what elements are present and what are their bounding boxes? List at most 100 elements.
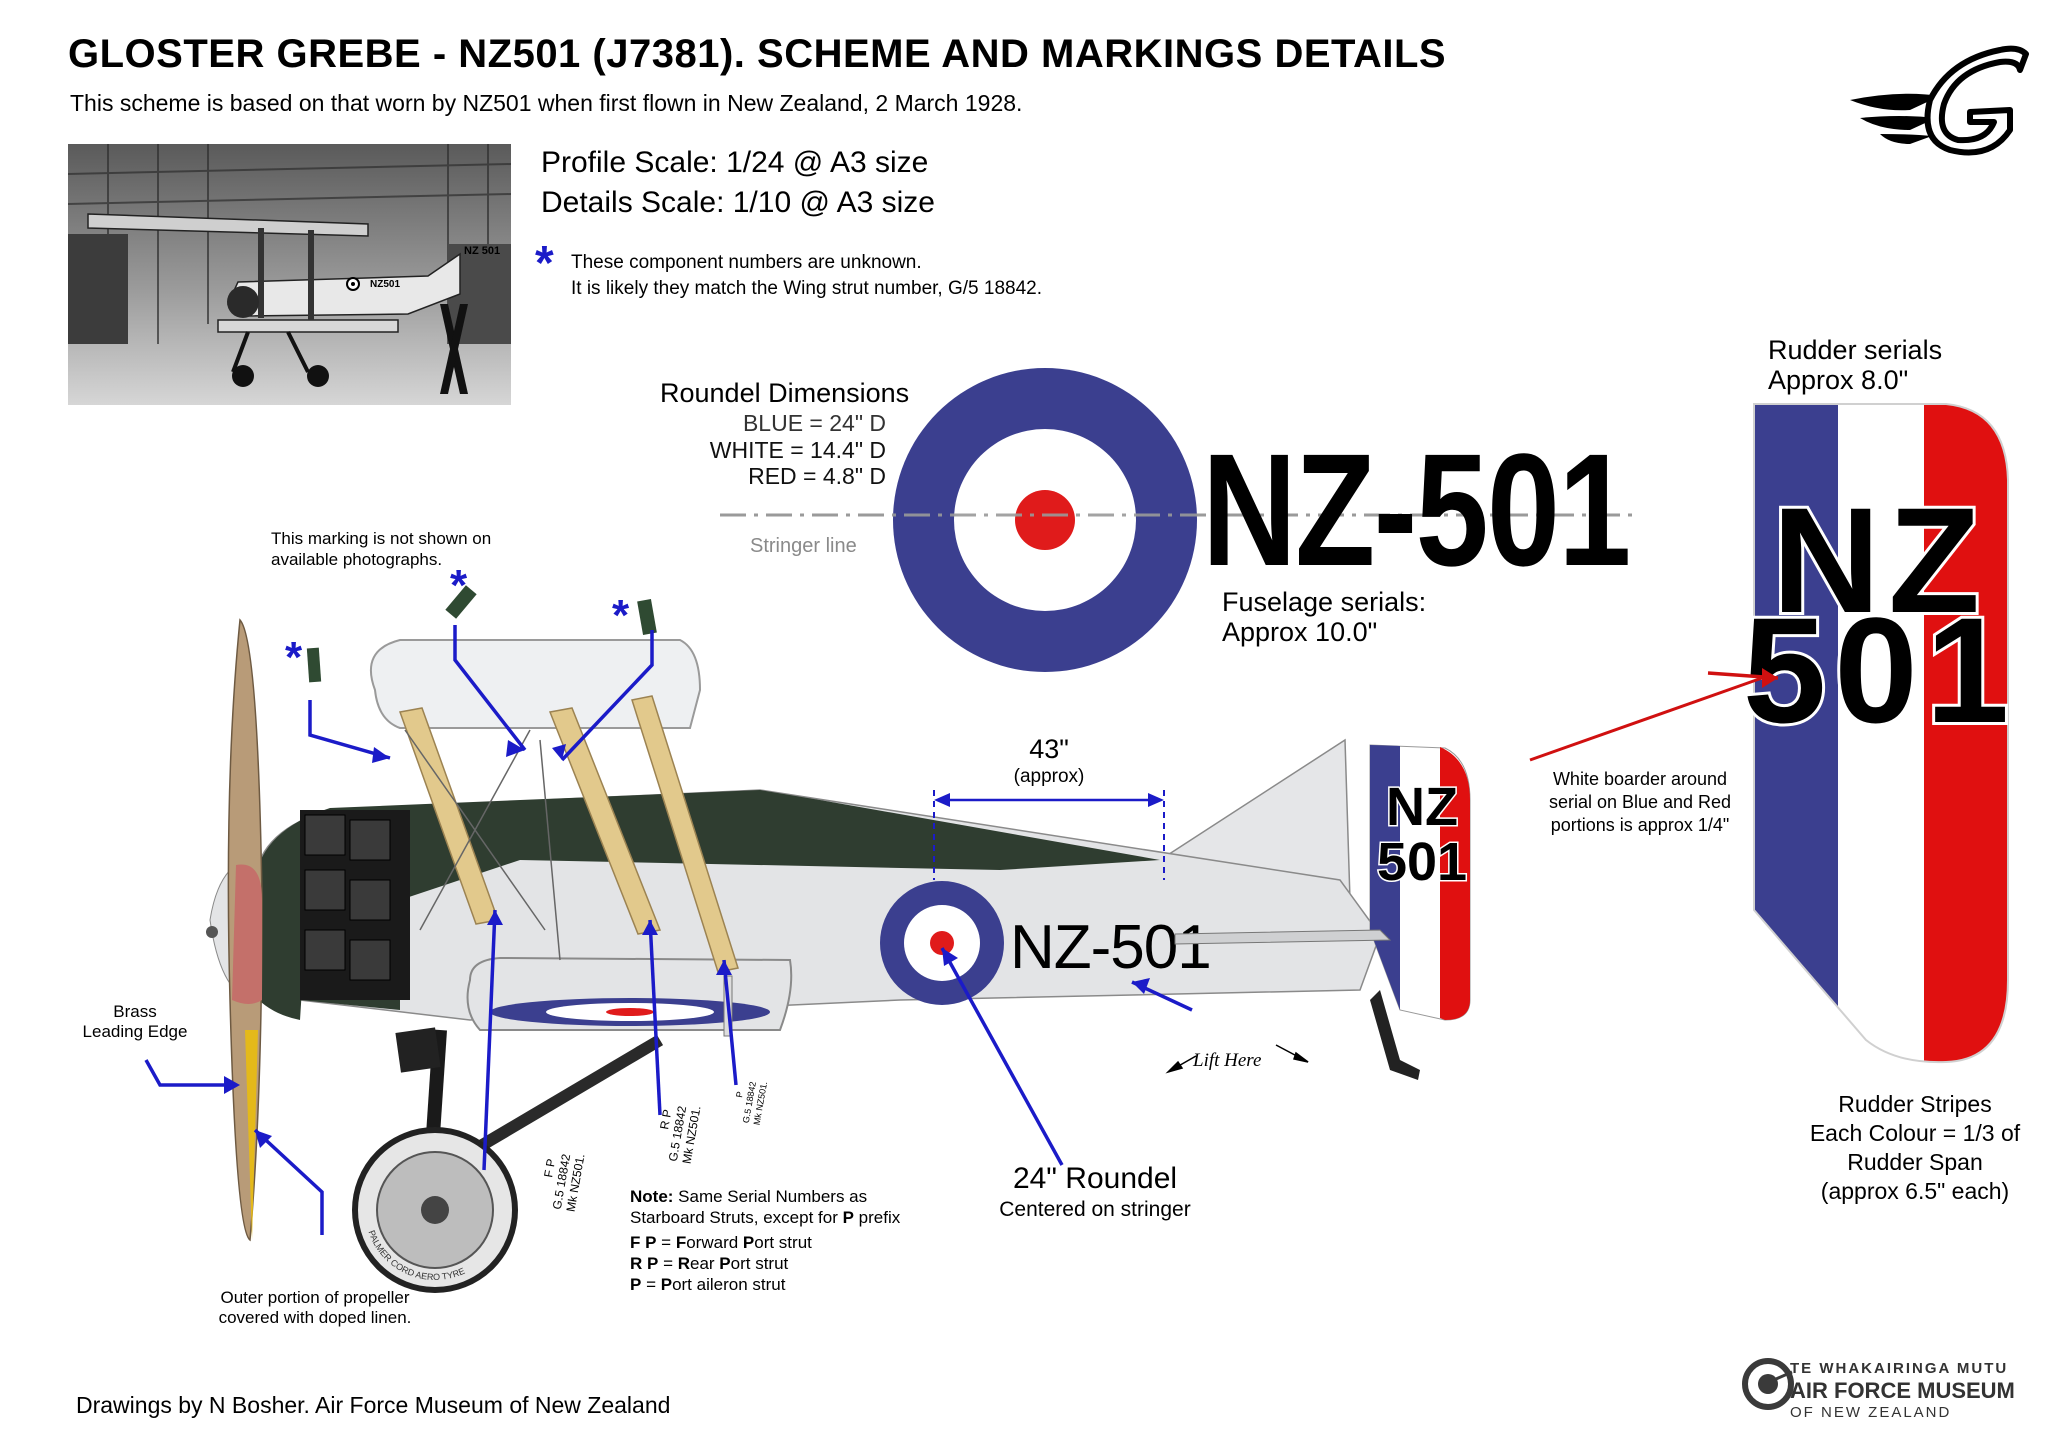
key-fp-orward: orward — [686, 1233, 743, 1252]
museum-line3: OF NEW ZEALAND — [1790, 1404, 1952, 1421]
tail-serial-line1: NZ — [1386, 777, 1458, 837]
side-serial: NZ-501 — [1010, 913, 1211, 982]
strut-key-note: Note: Same Serial Numbers as Starboard S… — [630, 1186, 900, 1295]
roundel-dims-white: WHITE = 14.4" D — [709, 437, 886, 463]
brass-line1: Brass — [113, 1002, 157, 1021]
key-rp-ear: ear — [690, 1254, 720, 1273]
strut-note-label: Note: — [630, 1187, 674, 1206]
white-border-line2: serial on Blue and Red — [1548, 792, 1732, 812]
marking-note-line2: available photographs. — [271, 550, 443, 569]
page-subtitle: This scheme is based on that worn by NZ5… — [70, 90, 1023, 116]
key-fp-p: P — [742, 1233, 755, 1252]
dimension-43-value: 43" — [1029, 734, 1069, 764]
rudder-stripes-line3: Rudder Span — [1847, 1149, 1983, 1175]
key-p-eq: = — [641, 1275, 661, 1294]
arrowheads — [224, 740, 1150, 1148]
rudder-serial-caption-1: Rudder serials — [1768, 335, 1943, 365]
rudder-stripe-white — [1838, 404, 1924, 1063]
strut-p-prefix: P — [734, 1091, 745, 1099]
dimension-43-sub: (approx) — [1013, 766, 1085, 787]
rudder-detail: NZ 501 — [1746, 403, 2017, 1064]
key-rp-p: P — [719, 1254, 731, 1273]
asterisk-note-line1: These component numbers are unknown. — [571, 252, 922, 273]
reference-photo: NZ501 NZ 501 — [68, 144, 511, 405]
upper-wing — [370, 639, 702, 729]
page-title: GLOSTER GREBE - NZ501 (J7381). SCHEME AN… — [68, 32, 1447, 76]
profile-scale: Profile Scale: 1/24 @ A3 size — [541, 146, 929, 179]
rudder-stripes-line2: Each Colour = 1/3 of — [1809, 1120, 2021, 1146]
strut-note-line2: Starboard Struts, except for — [630, 1208, 843, 1227]
key-fp: F P — [630, 1233, 657, 1252]
key-fp-f: F — [675, 1233, 687, 1252]
asterisk-icon: * — [535, 237, 554, 290]
roundel-dims-blue: BLUE = 24" D — [742, 410, 886, 436]
strut-note-line2-bold: P — [842, 1208, 854, 1227]
lift-here-label: Lift Here — [1192, 1050, 1261, 1071]
propeller-hub-linen — [232, 864, 262, 1004]
roundel-dims-heading: Roundel Dimensions — [660, 378, 910, 408]
rudder-serial-line2: 501 — [1746, 586, 2017, 754]
asterisk-note-line2: It is likely they match the Wing strut n… — [571, 278, 1042, 299]
brass-leading-edge — [245, 1030, 258, 1240]
wing-struts — [398, 695, 739, 973]
rudder-serial-line1: NZ — [1772, 476, 1988, 644]
propeller-note-line1: Outer portion of propeller — [220, 1288, 410, 1307]
key-fp-ort: ort strut — [754, 1233, 812, 1252]
rudder-stripes-line4: (approx 6.5" each) — [1820, 1178, 2010, 1204]
rudder-stripes-note: Rudder Stripes Each Colour = 1/3 of Rudd… — [1760, 1090, 2048, 1206]
strut-note-line2-end: prefix — [853, 1208, 901, 1227]
propeller-note-line2: covered with doped linen. — [218, 1308, 412, 1327]
key-rp-eq: = — [658, 1254, 678, 1273]
museum-line2: AIR FORCE MUSEUM — [1790, 1378, 2015, 1403]
key-p: P — [630, 1275, 642, 1294]
gloster-logo — [1850, 45, 2029, 156]
strut-fp-prefix: F P — [541, 1158, 558, 1179]
asterisk-marker-1: * — [285, 633, 303, 682]
annotation-arrows — [144, 625, 1779, 1235]
white-border-line1: White boarder around — [1552, 769, 1728, 789]
museum-kiwi-icon — [1742, 1358, 1794, 1410]
details-scale: Details Scale: 1/10 @ A3 size — [541, 186, 935, 219]
asterisk-marker-3: * — [612, 591, 630, 640]
rudder-stripe-red — [1924, 404, 2008, 1063]
roundel-24-line1: 24" Roundel — [1012, 1162, 1178, 1195]
rudder-serial-caption-2: Approx 8.0" — [1768, 365, 1909, 395]
brass-note: Brass Leading Edge — [60, 1002, 210, 1042]
key-p-ort: ort aileron strut — [672, 1275, 786, 1294]
fuselage-serial-large: NZ-501 — [1202, 420, 1631, 599]
key-rp-ort: ort strut — [730, 1254, 789, 1273]
photo-fuselage-serial: NZ501 — [370, 279, 400, 290]
tail-rudder-blue — [1370, 745, 1400, 1010]
side-roundel-red — [930, 931, 954, 955]
strut-note-text: Same Serial Numbers as — [673, 1187, 868, 1206]
roundel-detail — [720, 368, 1640, 672]
wing-roundel-red — [606, 1008, 654, 1016]
key-p-p: P — [660, 1275, 673, 1294]
stringer-line-label: Stringer line — [750, 535, 857, 557]
unknown-component-tags — [306, 585, 657, 683]
lift-here-arrows — [1165, 1044, 1309, 1074]
strut-rp-prefix: R P — [657, 1108, 674, 1130]
roundel-dims-red: RED = 4.8" D — [748, 463, 886, 489]
tail-rudder-red — [1440, 747, 1470, 1020]
roundel-24-line2: Centered on stringer — [999, 1198, 1191, 1221]
key-fp-eq: = — [656, 1233, 676, 1252]
museum-line1: TE WHAKAIRINGA MUTU — [1790, 1360, 2009, 1377]
rudder-stripes-line1: Rudder Stripes — [1838, 1091, 1992, 1117]
tail-skid — [1370, 990, 1420, 1080]
propeller-note: Outer portion of propeller covered with … — [180, 1288, 450, 1328]
marking-note-line1: This marking is not shown on — [271, 529, 492, 548]
roundel-red-centre — [1015, 490, 1075, 550]
photo-rudder-serial: NZ 501 — [464, 245, 500, 257]
white-border-note: White boarder around serial on Blue and … — [1510, 768, 1770, 837]
tail-serial-line2: 501 — [1377, 832, 1467, 892]
fuselage-serial-caption-1: Fuselage serials: — [1222, 587, 1427, 617]
fuselage-serial-caption-2: Approx 10.0" — [1222, 617, 1378, 647]
drawing-credit: Drawings by N Bosher. Air Force Museum o… — [76, 1392, 671, 1418]
key-rp: R P — [630, 1254, 659, 1273]
white-border-line3: portions is approx 1/4" — [1550, 815, 1730, 835]
key-rp-r: R — [677, 1254, 690, 1273]
brass-line2: Leading Edge — [82, 1022, 188, 1041]
